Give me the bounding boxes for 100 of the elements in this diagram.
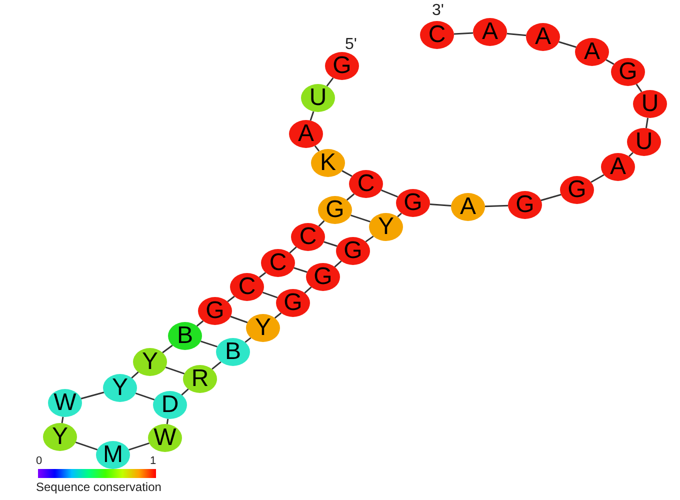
backbone-line	[628, 152, 634, 157]
backbone-line	[636, 84, 642, 92]
nucleotide-circle	[396, 189, 430, 217]
nucleotide-letter: G	[344, 239, 362, 263]
backbone-line	[310, 111, 314, 121]
nucleotide-letter: G	[404, 191, 422, 215]
nucleotide-letter: A	[298, 122, 314, 146]
nucleotide-letter: Y	[142, 350, 158, 374]
nucleotide-circle	[148, 424, 182, 452]
backbone-line	[590, 174, 604, 183]
nucleotide-circle	[336, 237, 370, 265]
nucleotide-letter: K	[320, 151, 336, 175]
backbone-line	[75, 442, 98, 450]
nucleotide-circle	[633, 90, 667, 118]
nucleotide-letter: A	[482, 20, 498, 44]
backbone-line	[606, 59, 614, 65]
nucleotide-circle	[48, 389, 82, 417]
backbone-line	[274, 312, 282, 319]
backbone-line	[80, 392, 104, 400]
backbone-line	[318, 220, 325, 227]
backbone-line	[165, 366, 185, 374]
backbone-line	[342, 170, 352, 177]
nucleotide-letter: C	[269, 251, 287, 275]
nucleotide-circle	[508, 191, 542, 219]
nucleotide-circle	[575, 38, 609, 66]
nucleotide-circle	[601, 153, 635, 181]
nucleotide-letter: A	[584, 40, 600, 64]
nucleotide-circle	[325, 52, 359, 80]
nucleotide-letter: G	[516, 193, 534, 217]
backbone-line	[258, 272, 266, 278]
backbone-line	[645, 118, 649, 128]
nucleotide-circle	[198, 297, 232, 325]
nucleotide-circle	[301, 84, 335, 112]
nucleotide-circle	[291, 223, 325, 251]
backbone-line	[135, 392, 155, 400]
nucleotide-letter: Y	[254, 316, 271, 340]
nucleotide-circle	[311, 149, 345, 177]
backbone-line	[230, 316, 248, 324]
nucleotide-letter: W	[54, 391, 76, 415]
nucleotide-circle	[96, 441, 130, 469]
backbone-line	[430, 203, 452, 207]
backbone-line	[128, 442, 150, 451]
nucleotide-letter: G	[332, 54, 352, 78]
backbone-line	[454, 32, 474, 35]
nucleotide-letter: R	[191, 367, 209, 391]
nucleotide-circle	[318, 196, 352, 224]
nucleotide-letter: Y	[112, 376, 128, 400]
nucleotide-letter: W	[154, 426, 176, 450]
nucleotide-circle	[451, 193, 485, 221]
backbone-line	[324, 241, 338, 247]
nucleotide-letter: G	[314, 265, 332, 289]
backbone-line	[196, 320, 204, 327]
nucleotide-circle	[133, 348, 167, 376]
backbone-line	[346, 193, 355, 201]
nucleotide-circle	[627, 128, 661, 156]
nucleotide-letter: Y	[52, 425, 68, 449]
backbone-line	[381, 190, 398, 198]
backbone-line	[484, 204, 508, 208]
nucleotide-letter: C	[357, 172, 375, 196]
nucleotide-circle	[306, 263, 340, 291]
nucleotide-letter: U	[641, 92, 659, 116]
nucleotide-letter: G	[326, 198, 344, 222]
backbone-line	[289, 246, 297, 254]
backbone-line	[244, 337, 252, 343]
scale-tick-label: 1	[150, 455, 156, 467]
backbone-line	[397, 212, 402, 218]
backbone-line	[314, 145, 320, 152]
backbone-line	[558, 41, 576, 48]
backbone-line	[162, 344, 173, 354]
nucleotide-letter: B	[176, 324, 193, 348]
nucleotide-circle	[611, 58, 645, 86]
backbone-line	[540, 194, 562, 202]
nucleotide-circle	[473, 18, 507, 46]
nucleotide-letter: A	[610, 155, 626, 179]
nucleotide-circle	[216, 338, 250, 366]
nucleotide-circle	[230, 273, 264, 301]
nucleotide-letter: A	[534, 25, 551, 49]
nucleotide-circle	[349, 170, 383, 198]
backbone-line	[334, 260, 342, 268]
nucleotide-circle	[276, 289, 310, 317]
strand-end-label: 3'	[432, 2, 444, 20]
nucleotide-circle	[103, 374, 137, 402]
nucleotide-letter: G	[284, 291, 302, 315]
nucleotide-letter: U	[309, 86, 327, 110]
nucleotide-letter: M	[103, 443, 123, 467]
nucleotide-letter: B	[224, 340, 241, 364]
nucleotide-circle	[183, 365, 217, 393]
nucleotide-circle	[261, 249, 295, 277]
nucleotide-letter: Y	[378, 215, 394, 239]
strand-end-label: 5'	[345, 36, 357, 54]
backbone-line	[181, 388, 189, 396]
nucleotide-circle	[43, 423, 77, 451]
nucleotide-letter: C	[299, 225, 317, 249]
nucleotide-circle	[289, 120, 323, 148]
nucleotide-circle	[560, 176, 594, 204]
scale-title: Sequence conservation	[36, 480, 162, 494]
nucleotide-letter: U	[635, 130, 653, 154]
nucleotide-circle	[168, 322, 202, 350]
nucleotide-letter: G	[618, 60, 638, 84]
scale-tick-label: 0	[36, 455, 42, 467]
